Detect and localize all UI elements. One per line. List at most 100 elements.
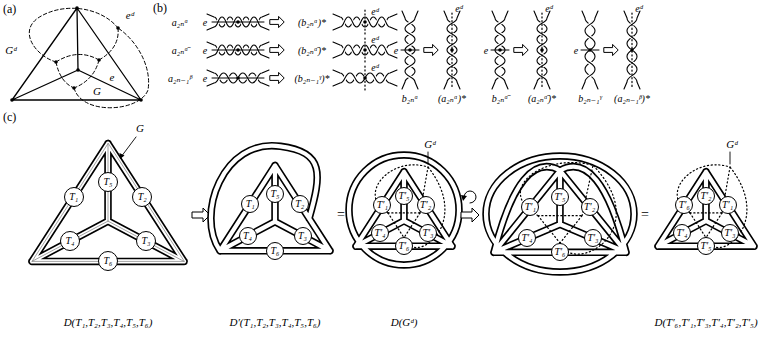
tangle-label: T′₅ (554, 192, 565, 202)
tangle-label: T′₂ (420, 200, 431, 210)
dual-edge (74, 28, 149, 108)
twist-strand (207, 17, 269, 30)
twist-strand (207, 70, 269, 86)
tangle-label: T′₃ (422, 228, 433, 238)
tangle-circle: T₆ (266, 242, 284, 260)
tangle-circle: T′₆ (675, 196, 693, 214)
twist-name: a₂ₙᵅ̄ (172, 45, 189, 56)
dual-edge (74, 60, 99, 88)
dual-graph (388, 213, 404, 238)
tangle-label: T₃ (298, 231, 307, 241)
tangle-circle: T′₂ (417, 196, 435, 214)
graph-label: Gᵈ (424, 138, 435, 150)
tangle-circle: T₄ (60, 231, 80, 251)
tangle-circle: T′₁ (719, 196, 737, 214)
graph-label: G (136, 122, 144, 134)
twist-name: b₂ₙᵅ̄ (492, 93, 509, 104)
dual-graph (560, 216, 582, 243)
tangle-circle: T′₆ (395, 237, 413, 255)
vertex-dot (236, 48, 240, 52)
twist-strand (333, 70, 397, 86)
edge-label: eᵈ (371, 6, 379, 17)
twist-name: b₂ₙᵅ (402, 93, 419, 104)
graph-label: Gᵈ (5, 44, 16, 56)
tangle-circle: T′₅ (697, 237, 715, 255)
dual-graph (560, 165, 616, 254)
graph-edge (12, 8, 141, 100)
tangle-circle: T₃ (136, 231, 156, 251)
ribbon-inner (658, 172, 754, 246)
vertex-dot (363, 48, 367, 52)
tangle-label: T′₅ (398, 191, 409, 201)
dual-edge (56, 62, 74, 88)
vertex-dot (540, 48, 544, 52)
implies-arrow (604, 44, 618, 55)
tangle-circle: T′₃ (584, 229, 602, 247)
tangle-circle: T₄ (239, 227, 257, 245)
tangle-label: T₄ (243, 231, 252, 241)
edge-label: e (110, 71, 115, 83)
vertex-dot (408, 48, 412, 52)
tangle-label: T′₁ (525, 202, 536, 212)
twist-gap (333, 70, 397, 86)
twist-name: a₂ₙᵅ (172, 17, 189, 28)
tangle-circle: T′₁ (521, 198, 539, 216)
edge-label: eᵈ (635, 3, 643, 14)
edge-label: eᵈ (371, 62, 379, 73)
edge-label: eᵈ (455, 3, 463, 14)
vertex-dot (363, 20, 367, 24)
tangle-label: T′₆ (554, 247, 565, 257)
edge-label: e (394, 45, 398, 56)
edge-label: e (203, 45, 207, 56)
tangle-circle: T′₅ (395, 187, 413, 205)
twist-gap (207, 45, 269, 58)
dual-graph (690, 213, 706, 238)
tangle-label: T₃ (141, 236, 150, 246)
vertex-dot (630, 48, 634, 52)
vertex-dot (498, 48, 502, 52)
tangle-circle: T′₃ (721, 224, 739, 242)
vertex-dot (54, 60, 58, 64)
tangle-circle: T′₃ (419, 224, 437, 242)
tangle-circle: T′₂ (581, 198, 599, 216)
implies-arrow (270, 16, 284, 27)
tangle-circle: T₂ (132, 187, 152, 207)
ribbon-inner (349, 155, 459, 265)
vertex-dot (236, 76, 240, 80)
tangle-label: T′₆ (679, 200, 690, 210)
ribbon-outline (349, 155, 459, 265)
tangle-circle: T′₄ (518, 229, 536, 247)
tangle-label: T′₅ (700, 241, 711, 251)
edge-label: eᵈ (126, 9, 134, 21)
edge-label: e (484, 45, 488, 56)
twist-gap (207, 70, 269, 86)
diagram-caption: D(T′₆,T′₁,T′₃,T′₄,T′₂,T′₅) (654, 316, 757, 328)
ribbon-outline (32, 144, 184, 262)
vertex-dot (450, 48, 454, 52)
edge-label: eᵈ (371, 34, 379, 45)
ribbon-outline (211, 146, 330, 251)
twist-strand (624, 11, 640, 89)
rotation-arrowhead (461, 195, 467, 201)
twist-name: (a₂ₙᵅ̄)* (528, 93, 556, 104)
tangle-label: T′₁ (722, 200, 733, 210)
dual-graph (404, 167, 445, 248)
dual-graph (706, 167, 747, 248)
ribbon-outline (486, 156, 634, 272)
diagram-caption: D(T₁,T₂,T₃,T₄,T₅,T₆) (64, 316, 153, 328)
tangle-circle: T₁ (64, 187, 84, 207)
leader-line (428, 152, 429, 164)
twist-name: a₂ₙ₋₁ᵝ (168, 73, 192, 84)
tangle-circle: T′₅ (551, 188, 569, 206)
tangle-circle: T₁ (241, 195, 259, 213)
vertex-dot (116, 26, 120, 30)
implies-arrow (270, 44, 284, 55)
tangle-circle: T₆ (98, 251, 118, 271)
tangle-label: T′₄ (521, 233, 532, 243)
implies-arrow (424, 44, 438, 55)
edge-label: eᵈ (545, 3, 553, 14)
edge-label: e (203, 73, 207, 84)
twist-gap (447, 11, 460, 89)
tangle-label: T₆ (270, 246, 279, 256)
